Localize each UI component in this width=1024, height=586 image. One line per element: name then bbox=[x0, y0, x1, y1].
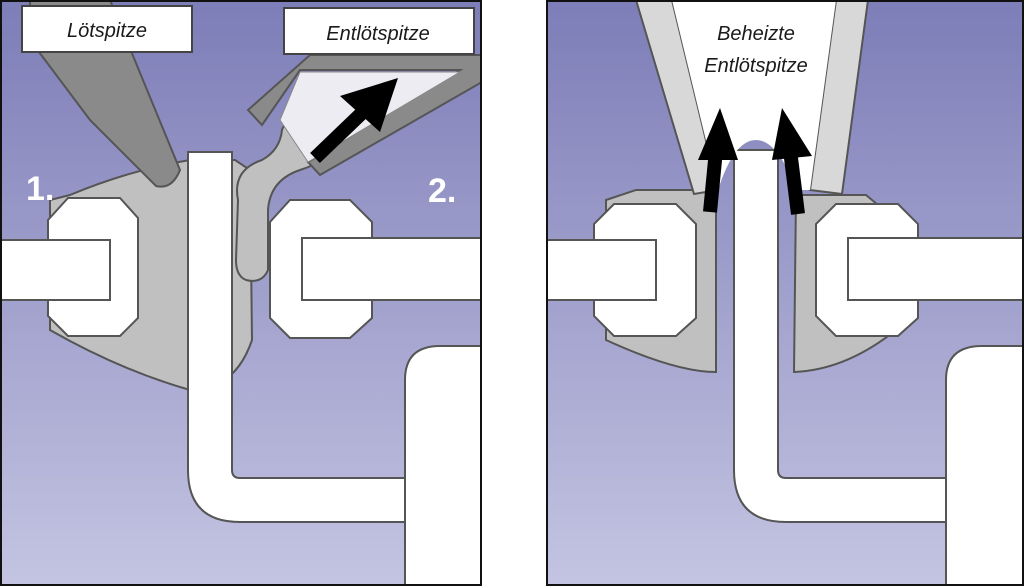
label-heated-line-1: Beheizte bbox=[717, 23, 795, 45]
lead-right bbox=[847, 237, 1024, 301]
heated-tip-wall-right bbox=[808, 0, 870, 196]
step-1-number: 1. bbox=[26, 170, 54, 208]
label-box-desolder-tip bbox=[283, 7, 475, 55]
suction-arrow-right bbox=[772, 108, 812, 215]
right-diagram: Beheizte Entlötspitze bbox=[546, 0, 1024, 586]
left-diagram: Lötspitze Entlötspitze 1. 2. bbox=[0, 0, 482, 586]
label-heated-line-2: Entlötspitze bbox=[704, 55, 807, 77]
step-2-number: 2. bbox=[428, 172, 456, 210]
component-body bbox=[404, 345, 482, 586]
right-panel: Beheizte Entlötspitze bbox=[546, 0, 1024, 586]
suction-arrow-left bbox=[698, 108, 738, 213]
lead-left bbox=[0, 239, 111, 301]
left-panel-border bbox=[0, 0, 482, 586]
right-panel-border bbox=[546, 0, 1024, 586]
label-box-solder-tip bbox=[21, 5, 193, 53]
component-body bbox=[945, 345, 1024, 586]
lead-left bbox=[546, 239, 657, 301]
label-desolder-tip: Entlötspitze bbox=[326, 23, 429, 45]
lead-right bbox=[301, 237, 482, 301]
suction-arrow bbox=[310, 78, 398, 164]
left-panel: Lötspitze Entlötspitze 1. 2. bbox=[0, 0, 482, 586]
label-solder-tip: Lötspitze bbox=[67, 20, 147, 42]
